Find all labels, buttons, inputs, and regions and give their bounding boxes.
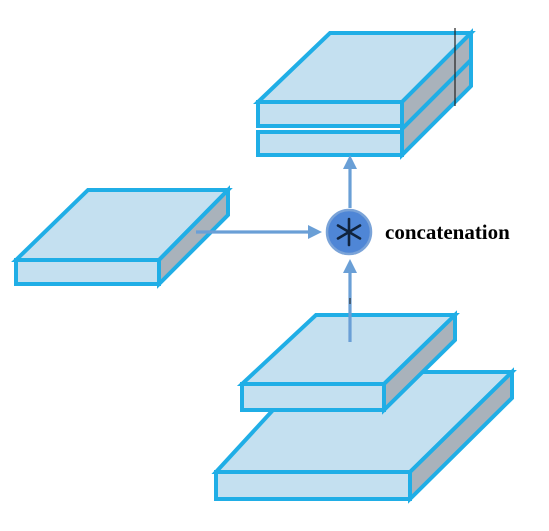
arrow-left-to-operator-head (308, 225, 322, 239)
left-input-slab (11, 185, 233, 289)
concatenation-operator (325, 208, 373, 256)
bottom-small-slab-front (240, 382, 386, 412)
arrow-bottom-to-operator-head (343, 259, 357, 273)
output-stack (253, 28, 476, 160)
bottom-large-slab-front (214, 470, 412, 501)
left-input-slab-front (14, 258, 161, 286)
arrow-operator-to-output-head (343, 155, 357, 169)
bottom-small-slab (236, 310, 460, 415)
arrows (196, 155, 357, 342)
output-stack-front-lower (256, 130, 404, 157)
output-stack-front-upper (256, 100, 404, 128)
asterisk-icon (336, 217, 362, 247)
operation-label: concatenation (385, 220, 510, 244)
